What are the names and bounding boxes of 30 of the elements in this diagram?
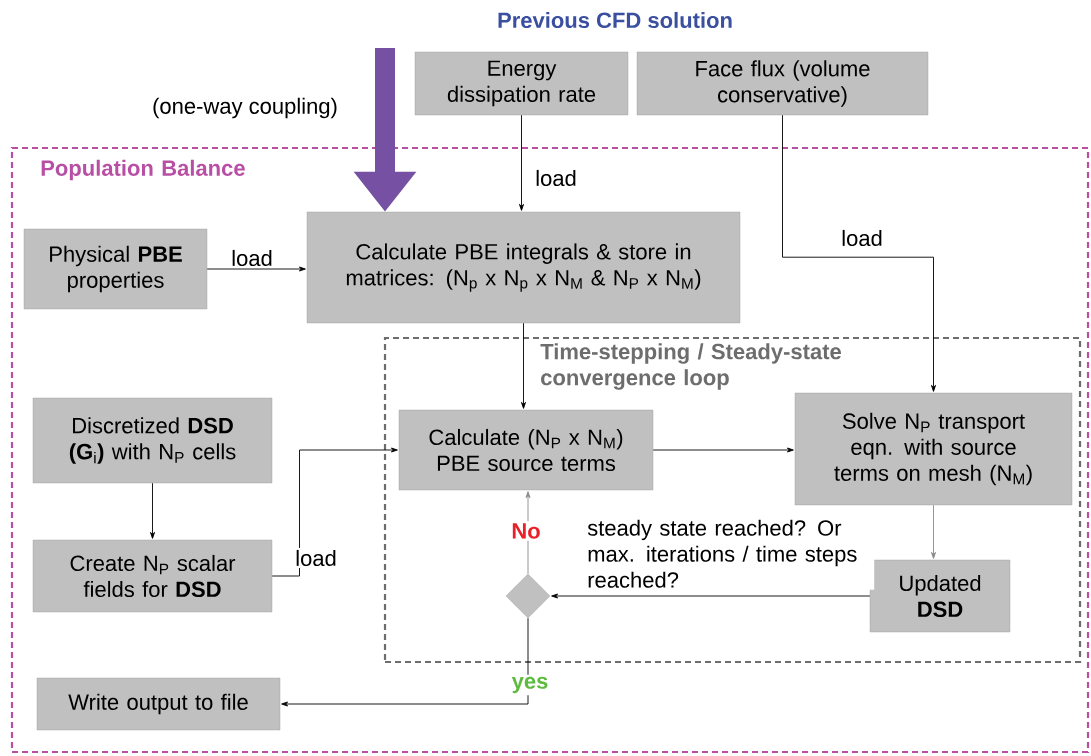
process-box: Updated DSD — [869, 559, 1011, 633]
arrow — [931, 504, 936, 559]
heading: Previous CFD solution — [498, 11, 732, 29]
process-box: Solve N$_{P}$ transport eqn. with source terms on mesh (N$_{M}$) — [794, 392, 1073, 506]
process-box: Calculate PBE integrals & store in matrices: (N$_{p}$ x N$_{p}$ x N$_{M}$ & N$_{P}$ x N$_{M}$) — [306, 211, 741, 324]
edge-label: load — [293, 547, 339, 569]
edge-label: steady state reached? Or max. iterations / time steps reached? — [585, 517, 875, 590]
process-box: Create N$_{P}$ scalar fields for DSD — [32, 539, 273, 613]
process-box: Write output to file — [36, 677, 281, 731]
edge-label: load — [533, 167, 579, 189]
arrow — [551, 593, 871, 599]
decision-diamond — [505, 573, 551, 619]
arrow — [521, 322, 526, 409]
process-box: Calculate (N$_{P}$ x N$_{M}$) PBE source terms — [398, 409, 654, 491]
edge-label: load — [229, 247, 275, 269]
arrow — [782, 114, 936, 392]
arrow — [206, 266, 306, 272]
arrow — [150, 482, 155, 539]
arrow — [281, 617, 529, 707]
arrow — [652, 447, 794, 453]
process-box: Energy dissipation rate — [414, 51, 629, 116]
process-box: Physical PBE properties — [23, 228, 208, 310]
edge-label: (one-way coupling) — [150, 95, 340, 121]
arrow — [271, 447, 398, 577]
edge-label: No — [509, 521, 543, 541]
edge-label: yes — [509, 674, 551, 696]
process-box: Face flux (volume conservative) — [636, 51, 929, 116]
arrow — [519, 114, 524, 211]
edge-label: load — [839, 227, 885, 249]
process-box: Discretized DSD (G$_{i}$) with N$_{P}$ cells — [32, 397, 273, 484]
